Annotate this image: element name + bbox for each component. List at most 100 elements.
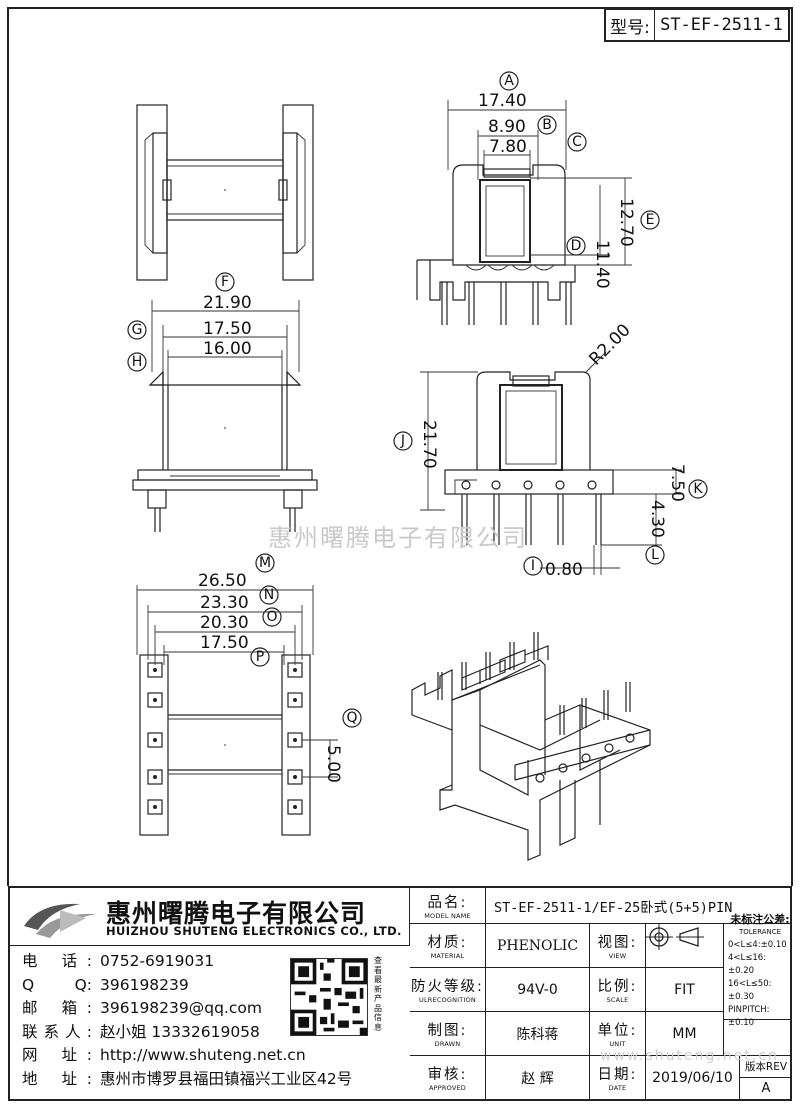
callout-l: L [651, 547, 659, 563]
contact-key: Q Q: [22, 975, 92, 994]
dim-n: 23.30 [200, 593, 249, 613]
callout-i: I [531, 558, 535, 574]
model-label: 型号: [606, 10, 655, 40]
contact-row: 联系人: 赵小姐 13332619058 [22, 1021, 352, 1045]
view-middle-right [420, 351, 682, 575]
unit-value: MM [646, 1012, 724, 1056]
contact-row: 网 址: http://www.shuteng.net.cn [22, 1044, 352, 1068]
material-key: 材质:MATERIAL [410, 924, 486, 968]
dim-q: 5.00 [323, 745, 343, 783]
scale-value: FIT [646, 968, 724, 1012]
contact-row: 邮 箱:396198239@qq.com [22, 997, 352, 1021]
callout-e: E [646, 212, 655, 228]
contact-row: 地 址: 惠州市博罗县福田镇福兴工业区42号 [22, 1068, 352, 1092]
fire-rating-value: 94V-0 [486, 968, 590, 1012]
dim-j: 21.70 [419, 420, 439, 469]
tolerance-en: TOLERANCE [738, 928, 782, 936]
contact-value: 0752-6919031 [100, 952, 215, 970]
callout-f: F [221, 274, 229, 290]
dim-a: 17.40 [478, 91, 527, 111]
contact-value: 396198239 [100, 975, 189, 994]
date-value: 2019/06/10 [646, 1056, 740, 1099]
contact-value: 赵小姐 13332619058 [100, 1022, 260, 1041]
view-isometric [411, 632, 651, 861]
approved-key: 审核:APPROVED [410, 1056, 486, 1099]
callout-k: K [693, 481, 703, 497]
dim-i: 0.80 [545, 560, 583, 580]
unit-key: 单位:UNIT [590, 1012, 646, 1056]
date-key: 日期:DATE [590, 1056, 646, 1099]
dim-f: 21.90 [203, 293, 252, 313]
view-key: 视图:VIEW [590, 924, 646, 968]
dim-h: 16.00 [203, 339, 252, 359]
callout-n: N [264, 587, 274, 603]
callout-o: O [266, 609, 277, 625]
model-number-box: 型号: ST-EF-2511-1 [604, 8, 790, 42]
title-block: 惠州曙腾电子有限公司 HUIZHOU SHUTENG ELECTRONICS C… [8, 886, 792, 1101]
callout-b: B [542, 117, 552, 133]
watermark: 惠州曙腾电子有限公司 [268, 524, 528, 552]
contact-row: 电 话: 0752-6919031 [22, 950, 352, 974]
dim-b: 8.90 [488, 117, 526, 137]
blank-cell [724, 1020, 792, 1056]
scale-key: 比例:SCALE [590, 968, 646, 1012]
dim-d: 11.40 [592, 240, 612, 289]
company-header: 惠州曙腾电子有限公司 HUIZHOU SHUTENG ELECTRONICS C… [10, 888, 410, 946]
spec-table: 品名:MODEL NAME ST-EF-2511-1/EF-25卧式(5+5)P… [410, 888, 792, 1099]
drawn-key: 制图:DRAWN [410, 1012, 486, 1056]
tolerance-line: 16<L≤50:±0.30 [728, 979, 772, 1002]
callout-h: H [132, 354, 143, 370]
callout-d: D [571, 238, 582, 254]
contact-key: 地 址: [22, 1069, 92, 1088]
contact-value: 惠州市博罗县福田镇福兴工业区42号 [100, 1069, 353, 1088]
model-name-key: 品名:MODEL NAME [410, 888, 486, 924]
tolerance-line: PINPITCH:±0.10 [728, 1005, 770, 1028]
company-name-en: HUIZHOU SHUTENG ELECTRONICS CO., LTD. [106, 924, 402, 938]
callout-q: Q [346, 710, 357, 726]
company-name-cn: 惠州曙腾电子有限公司 [106, 899, 367, 928]
tolerance-line: 0<L≤4:±0.10 [728, 940, 787, 950]
contact-key: 联系人: [22, 1022, 92, 1041]
callout-c: C [572, 134, 582, 150]
view-bottom-left [136, 585, 338, 836]
callouts: A B C D E F G H J K L I M N O P Q [127, 71, 708, 728]
revision-label: 版本REV [740, 1056, 792, 1078]
footer-watermark: www.shuteng.net.cn [600, 1048, 779, 1064]
drawn-value: 陈科蒋 [486, 1012, 590, 1056]
view-top-right [416, 100, 632, 325]
company-logo-icon [24, 903, 96, 938]
projection-symbol [646, 924, 724, 968]
contact-value: 396198239@qq.com [100, 999, 262, 1017]
contact-row: Q Q: 396198239 [22, 974, 352, 998]
fire-rating-key: 防火等级:ULRECOGNITION [410, 968, 486, 1012]
qr-code-icon [290, 958, 368, 1036]
callout-a: A [504, 73, 514, 89]
dim-k: 7.50 [667, 464, 687, 502]
contact-key: 电 话: [22, 952, 92, 970]
technical-drawing: 17.40 8.90 7.80 11.40 12.70 21.90 17.50 … [7, 7, 793, 886]
contact-info: 电 话: 0752-6919031 Q Q: 396198239 邮 箱:39619… [22, 950, 352, 1091]
dim-p: 17.50 [200, 633, 249, 653]
view-top-left [136, 104, 314, 281]
contact-key: 网 址: [22, 1046, 92, 1064]
model-value: ST-EF-2511-1 [660, 15, 783, 35]
approved-value: 赵 辉 [486, 1056, 590, 1099]
dim-c: 7.80 [489, 137, 527, 157]
callout-m: M [259, 555, 271, 571]
sheet-border [7, 7, 793, 886]
tolerance-line: 4<L≤16:±0.20 [728, 953, 767, 976]
contact-value: http://www.shuteng.net.cn [100, 1046, 306, 1064]
dim-g: 17.50 [203, 319, 252, 339]
view-middle-left [132, 300, 318, 532]
dim-l: 4.30 [647, 500, 667, 538]
dim-m: 26.50 [198, 571, 247, 591]
dim-e: 12.70 [616, 198, 636, 247]
callout-g: G [132, 322, 143, 338]
tolerance-title: 未标注公差: [730, 913, 790, 926]
dim-radius: R2.00 [585, 320, 634, 369]
dim-o: 20.30 [200, 613, 249, 633]
callout-p: P [256, 649, 264, 665]
model-name-value: ST-EF-2511-1/EF-25卧式(5+5)PIN [486, 888, 792, 924]
callout-j: J [400, 433, 405, 449]
projection-icon [646, 924, 704, 950]
